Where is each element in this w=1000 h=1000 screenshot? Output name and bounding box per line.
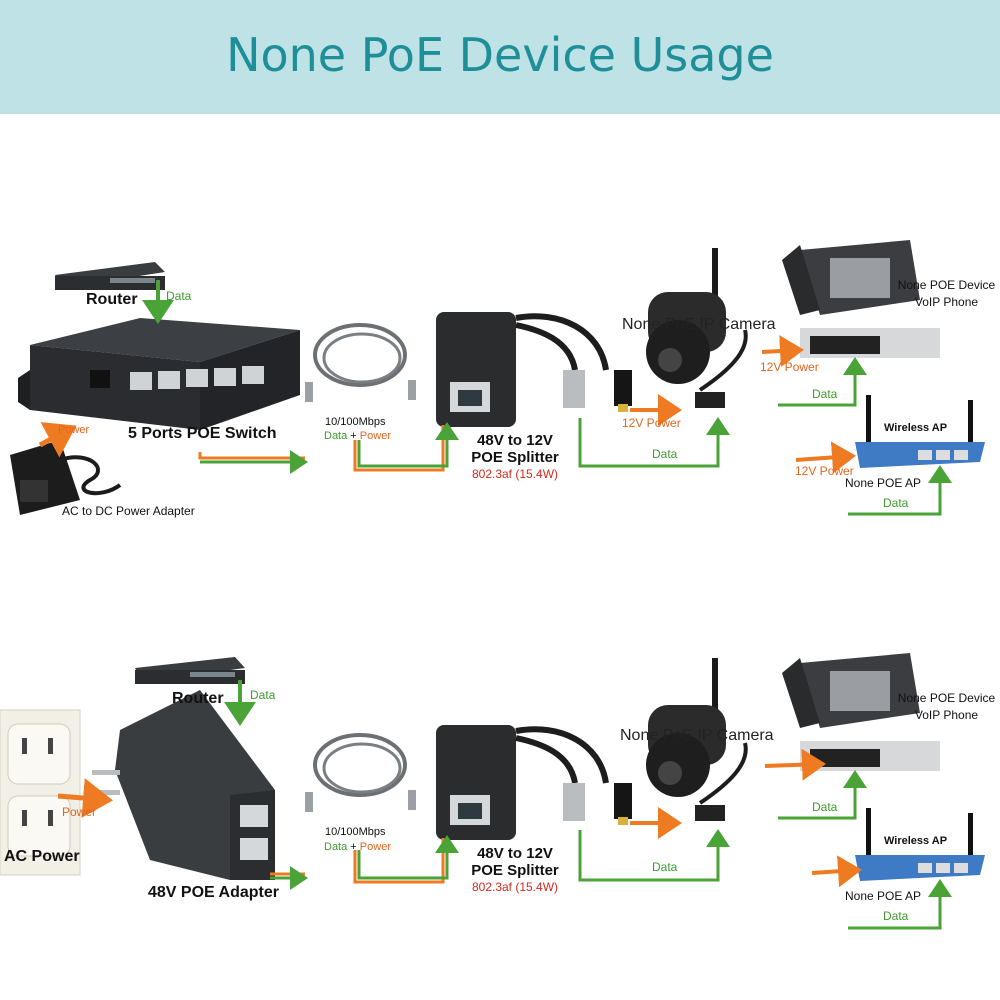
arrow-to-phone-power-bottom: [764, 748, 826, 781]
arrow-to-ap-data-bottom: [848, 879, 952, 930]
arrow-to-phone-data-bottom: [778, 770, 867, 820]
arrow-adapter-to-switch-top: [38, 422, 77, 458]
splitter-label-line1-bottom: 48V to 12V: [477, 845, 553, 862]
cable-speed-label-bottom: 10/100Mbps: [325, 826, 386, 838]
ap-data-label-bottom: Data: [883, 909, 909, 923]
ap-power-label-top: 12V Power: [795, 464, 854, 478]
router-label-bottom: Router: [172, 690, 224, 707]
ethernet-cable-top: [305, 323, 416, 402]
arrow-cable-to-splitter-power-bottom: [353, 838, 445, 884]
poe-splitter-device-bottom: [436, 725, 632, 840]
arrow-splitter-to-camera-data-top: [578, 417, 730, 468]
data-label-router-bottom: Data: [250, 688, 276, 702]
arrow-cable-to-splitter-data-top: [357, 422, 459, 468]
camera-data-label-bottom: Data: [652, 860, 678, 874]
splitter-label-line1-top: 48V to 12V: [477, 432, 553, 449]
ap-brand-label-bottom: Wireless AP: [884, 835, 948, 847]
title-banner: None PoE Device Usage: [0, 0, 1000, 114]
poe-splitter-device-top: [436, 312, 632, 427]
outlet-label-bottom: AC Power: [4, 848, 80, 865]
ap-label-bottom: None POE AP: [845, 889, 922, 903]
arrow-to-phone-power-top: [761, 335, 804, 368]
arrow-switch-to-cable-power-top: [198, 452, 305, 460]
camera-label-top: None PoE IP Camera: [622, 316, 776, 333]
data-label-router-top: Data: [166, 289, 192, 303]
camera-data-label-top: Data: [652, 447, 678, 461]
splitter-spec-top: 802.3af (15.4W): [471, 467, 559, 481]
router-device-top: [55, 262, 165, 290]
arrow-to-ap-power-bottom: [811, 855, 862, 888]
adapter-label-top: AC to DC Power Adapter: [62, 504, 195, 518]
arrow-outlet-to-adapter-bottom: [57, 778, 113, 818]
cable-data-text-bottom: Data: [324, 841, 348, 853]
cable-data-text-top: Data: [324, 430, 348, 442]
cable-plus-text-top: +: [347, 430, 360, 442]
arrow-cable-to-splitter-data-bottom: [357, 835, 459, 880]
wireless-ap-device-top: [855, 395, 985, 468]
cable-power-text-bottom: Power: [359, 841, 391, 853]
arrow-to-ap-power-top: [795, 441, 856, 474]
splitter-label-line2-top: POE Splitter: [471, 449, 559, 466]
power-label-adapter-top: Power: [58, 424, 90, 436]
cable-data-power-label-top: Data + Power: [324, 430, 391, 442]
ac-dc-adapter-device-top: [10, 440, 122, 515]
page-title: None PoE Device Usage: [226, 28, 774, 82]
router-device-bottom: [135, 657, 245, 684]
ap-label-top: None POE AP: [845, 476, 922, 490]
poe-adapter-device-bottom: [92, 690, 275, 880]
arrow-splitter-to-camera-data-bottom: [578, 829, 730, 882]
cable-power-text-top: Power: [359, 430, 391, 442]
adapter-label-bottom: 48V POE Adapter: [148, 884, 280, 901]
wireless-ap-device-bottom: [855, 808, 985, 881]
camera-power-label-top: 12V Power: [622, 416, 681, 430]
camera-label-bottom: None PoE IP Camera: [620, 727, 774, 744]
phone-data-label-top: Data: [812, 387, 838, 401]
router-label-top: Router: [86, 291, 138, 308]
cable-speed-label-top: 10/100Mbps: [325, 416, 386, 428]
splitter-spec-bottom: 802.3af (15.4W): [471, 880, 559, 894]
ap-data-label-top: Data: [883, 496, 909, 510]
ethernet-cable-bottom: [305, 733, 416, 812]
ip-camera-device-bottom: [646, 658, 748, 821]
power-label-outlet-bottom: Power: [62, 805, 97, 819]
cable-plus-text-bottom: +: [347, 841, 360, 853]
phone-label-line1-bottom: None POE Device: [897, 691, 996, 705]
splitter-label-line2-bottom: POE Splitter: [471, 862, 559, 879]
phone-data-label-bottom: Data: [812, 800, 838, 814]
voip-phone-device-top: [782, 240, 940, 358]
switch-label-top: 5 Ports POE Switch: [128, 425, 277, 442]
wall-outlet-device-bottom: [0, 709, 81, 876]
ap-brand-label-top: Wireless AP: [884, 422, 948, 434]
arrow-cable-to-splitter-power-top: [353, 425, 445, 472]
cable-data-power-label-bottom: Data + Power: [324, 841, 391, 853]
poe-switch-device-top: [18, 318, 300, 430]
arrow-to-phone-data-top: [778, 357, 867, 407]
phone-power-label-top: 12V Power: [760, 360, 819, 374]
phone-label-line2-top: VoIP Phone: [914, 295, 979, 309]
ip-camera-device-top: [646, 248, 748, 408]
phone-label-line2-bottom: VoIP Phone: [914, 708, 979, 722]
phone-label-line1-top: None POE Device: [897, 278, 996, 292]
voip-phone-device-bottom: [782, 653, 940, 771]
arrow-to-ap-data-top: [848, 465, 952, 516]
